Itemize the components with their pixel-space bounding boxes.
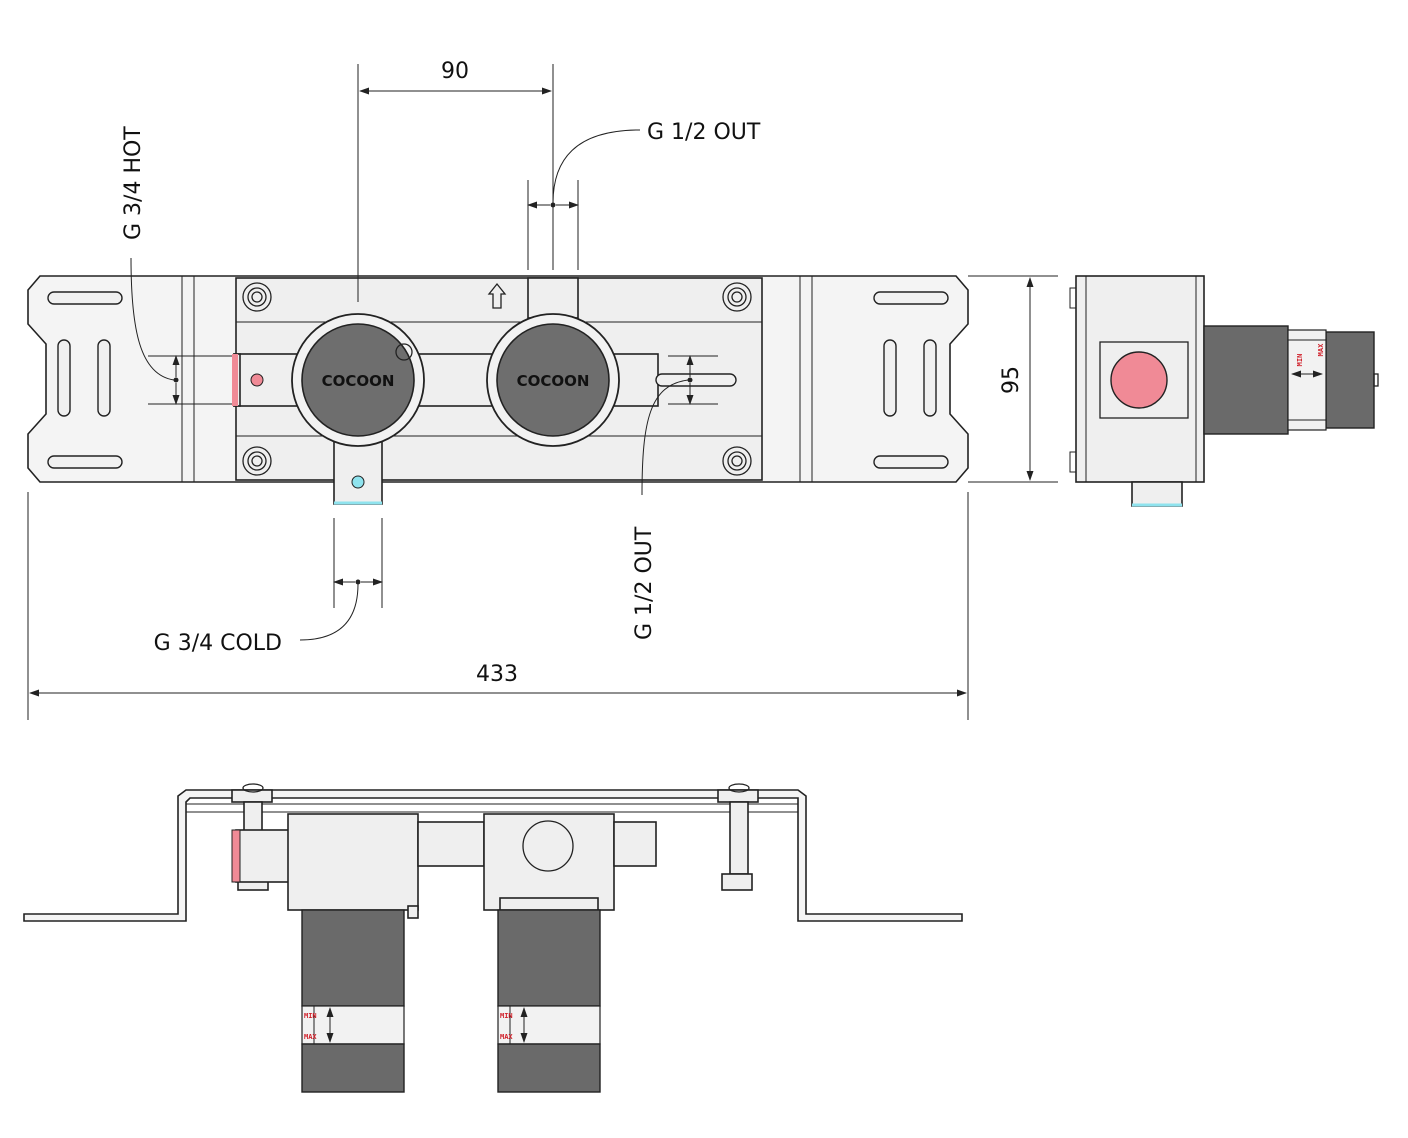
side-cartridge — [1203, 325, 1289, 435]
hot-inlet-callout: G 3/4 HOT — [121, 126, 232, 405]
dimension-90: 90 — [357, 59, 554, 302]
plate-seams — [181, 276, 813, 482]
knob-right: COCOON — [486, 313, 620, 447]
hot-inlet-band — [232, 354, 238, 406]
outlet-top-callout: G 1/2 OUT — [527, 120, 761, 270]
top-outlet-stub — [527, 277, 579, 319]
dimension-95: 95 — [968, 275, 1058, 483]
bent-plate — [23, 789, 963, 922]
dim-90-label: 90 — [441, 59, 469, 84]
right-bolt — [717, 783, 759, 891]
outlet-side-callout: G 1/2 OUT — [632, 355, 718, 640]
corner-screws — [242, 282, 752, 476]
cold-inlet-label: G 3/4 COLD — [154, 631, 282, 656]
bottom-left-band-max: MAX — [304, 1033, 317, 1041]
right-slots — [873, 291, 949, 469]
flow-up-arrow-icon — [487, 282, 507, 309]
dimension-433: 433 — [27, 492, 969, 720]
dim-433-label: 433 — [476, 662, 518, 687]
side-view: MIN MAX — [1069, 275, 1379, 507]
cold-inlet-stub — [333, 439, 383, 505]
side-band — [1287, 329, 1327, 431]
side-hot-port — [1110, 351, 1168, 409]
bottom-right-cartridge: MIN MAX — [497, 897, 601, 1093]
left-slots — [47, 291, 123, 469]
bottom-right-band-max: MAX — [500, 1033, 513, 1041]
knob-left: COCOON — [291, 313, 425, 447]
outlet-top-label: G 1/2 OUT — [647, 120, 761, 145]
outlet-side-label: G 1/2 OUT — [632, 526, 657, 640]
bottom-left-body — [287, 813, 419, 911]
dim-95-label: 95 — [999, 366, 1024, 394]
cold-indicator-dot — [351, 475, 365, 489]
bottom-right-body — [483, 813, 615, 911]
knob-right-brand: COCOON — [517, 372, 590, 390]
bottom-left-band-min: MIN — [304, 1012, 317, 1020]
knob-left-brand: COCOON — [322, 372, 395, 390]
bottom-outlet-port — [522, 820, 574, 872]
front-view: COCOON COCOON 90 G 1/2 OUT — [27, 59, 1058, 720]
bottom-view: MIN MAX MIN MAX — [23, 783, 963, 1093]
bottom-right-band-min: MIN — [500, 1012, 513, 1020]
cold-inlet-callout: G 3/4 COLD — [154, 518, 383, 656]
hot-inlet-label: G 3/4 HOT — [121, 126, 146, 240]
side-band-max: MAX — [1317, 343, 1325, 356]
side-band-min: MIN — [1296, 354, 1304, 367]
hot-indicator-dot — [250, 373, 264, 387]
bottom-left-cartridge: MIN MAX — [301, 909, 405, 1093]
